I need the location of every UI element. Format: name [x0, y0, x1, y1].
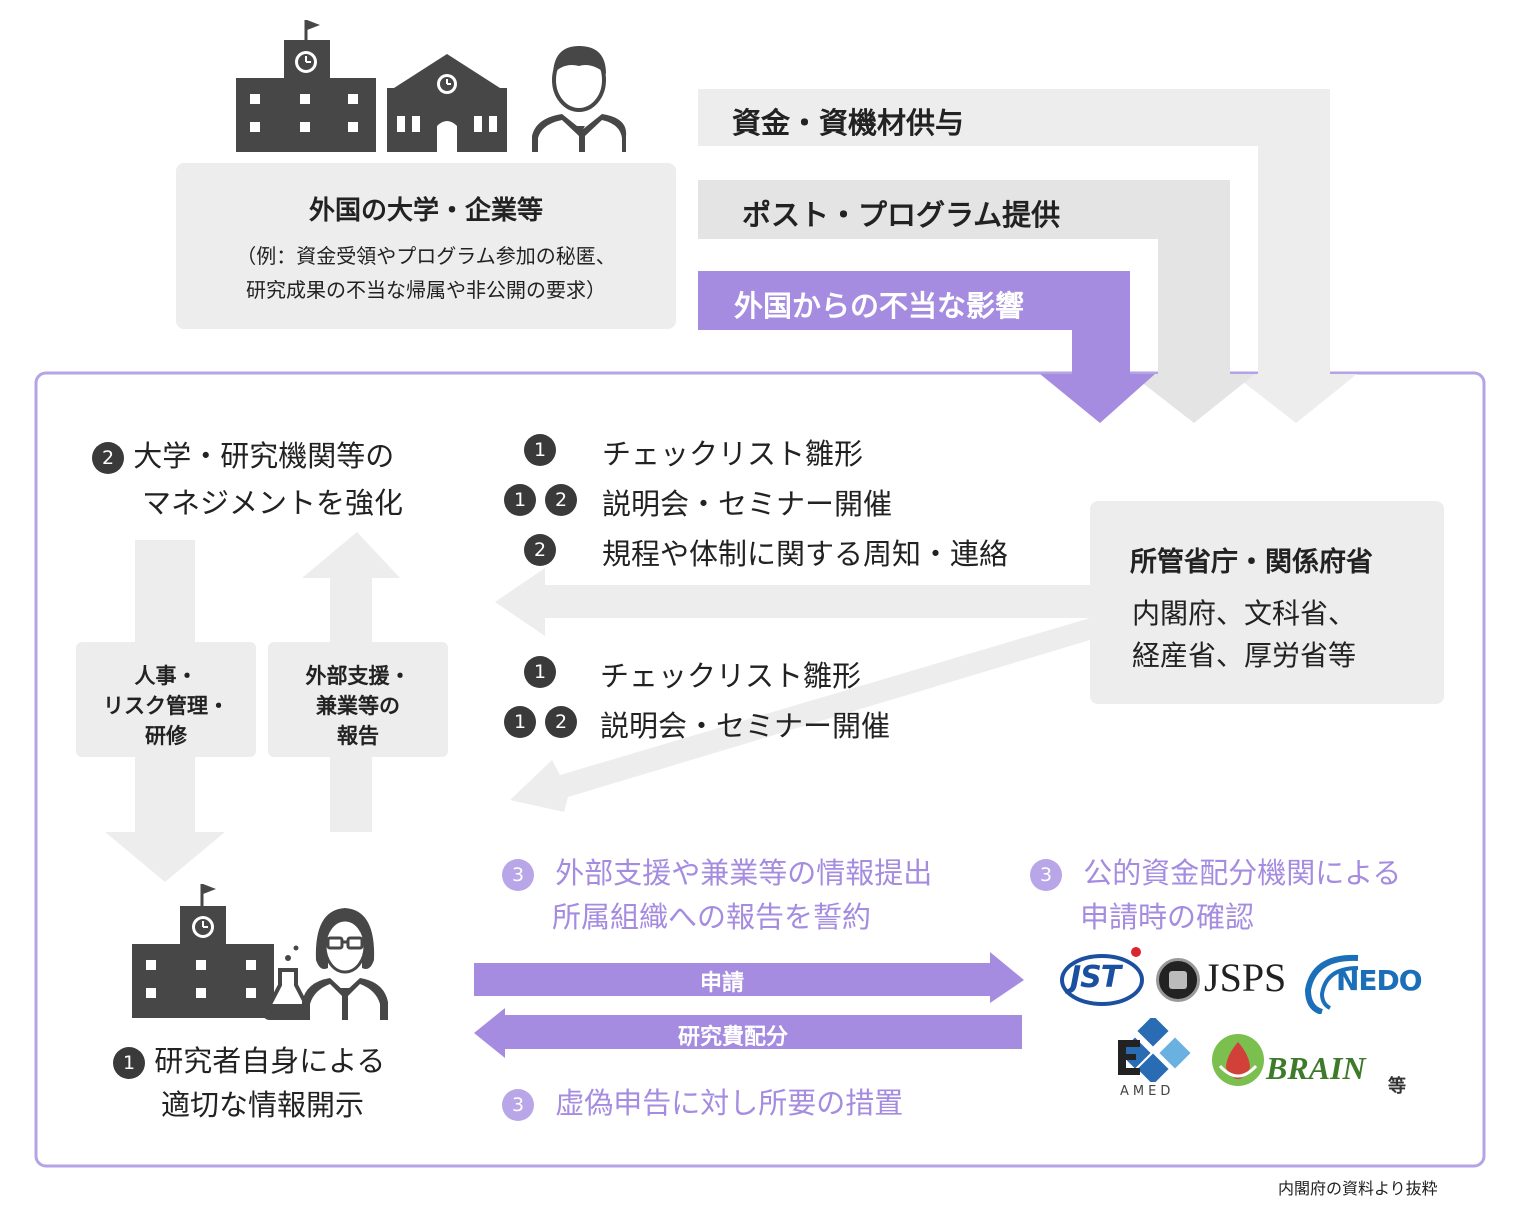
main-frame	[34, 371, 1486, 1168]
lower-list-text: 説明会・セミナー開催	[600, 709, 891, 743]
report-box	[268, 642, 448, 757]
nedo-logo: NEDO	[1298, 950, 1428, 1014]
upper-list-row: 2	[524, 534, 556, 570]
number-badge: 1	[113, 1047, 145, 1079]
arrow-apply	[474, 952, 1024, 1003]
amed-logo-text: AMED	[1120, 1084, 1175, 1099]
pledge-line-1: 外部支援や兼業等の情報提出	[555, 856, 933, 890]
researcher-line-1: 研究者自身による	[154, 1044, 386, 1078]
foreign-org-example-2: 研究成果の不当な帰属や非公開の要求）	[246, 278, 606, 302]
lower-list-row: 1 2	[504, 706, 578, 742]
report-line-2: 兼業等の	[316, 694, 400, 718]
number-badge: 3	[1030, 859, 1062, 891]
amed-mark-icon	[1118, 1018, 1191, 1082]
mgmt-heading-line-1: 大学・研究機関等の	[133, 439, 395, 473]
confirm-heading: 3 公的資金配分機関による	[1030, 850, 1401, 892]
source-note: 内閣府の資料より抜粋	[1278, 1179, 1438, 1198]
upper-list-text: 規程や体制に関する周知・連絡	[602, 537, 1009, 571]
ministry-line-1: 内閣府、文科省、	[1132, 597, 1357, 630]
university-building-icon	[236, 20, 376, 152]
businessperson-icon	[532, 46, 627, 152]
foreign-org-box	[176, 163, 676, 329]
arrow-fund	[474, 1008, 1022, 1058]
ministry-box	[1090, 501, 1444, 704]
apply-label: 申請	[700, 971, 745, 996]
jst-swoosh-icon	[1060, 947, 1144, 1006]
foreign-org-title: 外国の大学・企業等	[308, 196, 543, 226]
arrow-ministry-to-institution	[495, 568, 1090, 636]
amed-logo: AMED	[1112, 1018, 1192, 1102]
scientist-icon	[302, 908, 388, 1020]
number-badge: 3	[502, 859, 534, 891]
mgmt-heading: 2 大学・研究機関等の	[92, 433, 394, 475]
researcher-heading: 1 研究者自身による	[113, 1038, 385, 1080]
upper-list-text: チェックリスト雛形	[602, 437, 864, 471]
mgmt-heading-line-2: マネジメントを強化	[142, 486, 404, 520]
hr-risk-line-1: 人事・	[134, 664, 198, 688]
upper-list-text: 説明会・セミナー開催	[602, 487, 893, 521]
flow-label-post: ポスト・プログラム提供	[742, 198, 1061, 232]
number-badge: 2	[545, 706, 578, 738]
measure-heading: 3 虚偽申告に対し所要の措置	[502, 1080, 903, 1122]
jst-logo: JST	[1058, 946, 1146, 1010]
flow-band-funding	[698, 89, 1357, 423]
number-badge: 1	[524, 656, 556, 688]
number-badge: 3	[502, 1089, 534, 1121]
report-line-1: 外部支援・	[305, 664, 411, 688]
researcher-icons	[132, 884, 388, 1020]
number-badge: 2	[92, 442, 124, 474]
jsps-seal-icon	[1156, 958, 1200, 1002]
foreign-org-icons	[236, 20, 627, 152]
pledge-line-2: 所属組織への報告を誓約	[552, 900, 872, 934]
flow-band-influence	[698, 271, 1155, 423]
lower-list-row: 1	[524, 656, 556, 692]
hr-risk-line-3: 研修	[145, 724, 187, 748]
researcher-line-2: 適切な情報開示	[161, 1088, 365, 1122]
school-building-icon	[387, 54, 507, 152]
pledge-heading: 3 外部支援や兼業等の情報提出	[502, 850, 932, 892]
number-badge: 1	[504, 706, 536, 738]
nedo-arc-icon	[1304, 954, 1359, 1014]
brain-leaf-icon	[1212, 1034, 1264, 1086]
jsps-logo-text: JSPS	[1204, 955, 1287, 1000]
brain-logo: BRAIN	[1208, 1030, 1388, 1094]
flow-label-funding: 資金・資機材供与	[732, 106, 965, 140]
confirm-line-2: 申請時の確認	[1080, 900, 1255, 934]
ministry-line-2: 経産省、厚労省等	[1132, 639, 1357, 672]
number-badge: 2	[524, 534, 556, 566]
ministry-title: 所管省庁・関係府省	[1130, 547, 1373, 578]
confirm-line-1: 公的資金配分機関による	[1083, 856, 1402, 890]
number-badge: 2	[545, 484, 578, 516]
upper-list-row: 1	[524, 434, 556, 470]
number-badge: 1	[504, 484, 536, 516]
institution-building-icon	[132, 884, 274, 1018]
fund-label: 研究費配分	[678, 1025, 789, 1050]
foreign-org-example-1: （例：資金受領やプログラム参加の秘匿、	[236, 244, 616, 268]
hr-risk-box	[76, 642, 256, 757]
arrow-ministry-to-researcher	[510, 618, 1090, 812]
measure-text: 虚偽申告に対し所要の措置	[555, 1086, 904, 1120]
number-badge: 1	[524, 434, 556, 466]
flow-label-influence: 外国からの不当な影響	[734, 289, 1025, 323]
hr-risk-line-2: リスク管理・	[103, 694, 229, 718]
logos-etc: 等	[1388, 1076, 1406, 1097]
jst-logo-text: JST	[1070, 960, 1121, 995]
upper-list-row: 1 2	[504, 484, 578, 520]
lower-list-text: チェックリスト雛形	[600, 659, 862, 693]
flow-band-post	[698, 180, 1255, 423]
nedo-logo-text: NEDO	[1336, 964, 1423, 997]
brain-logo-text: BRAIN	[1266, 1050, 1366, 1086]
report-line-3: 報告	[337, 724, 379, 748]
